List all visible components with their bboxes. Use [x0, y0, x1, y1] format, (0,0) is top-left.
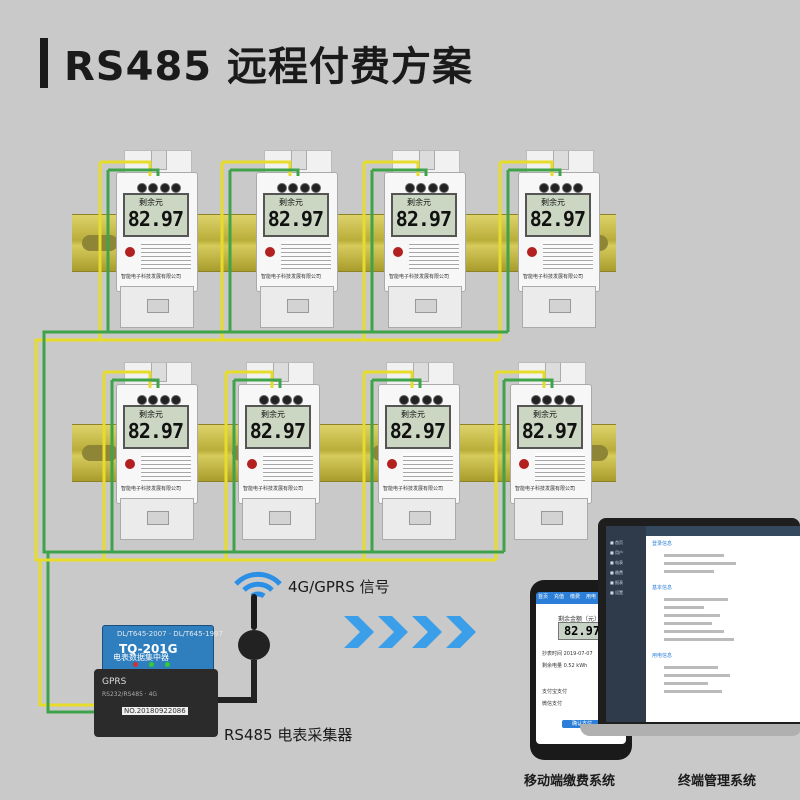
data-flow-arrows-icon: [344, 616, 476, 648]
serial-number: NO.20180922086: [122, 707, 188, 715]
meter-button: [519, 459, 529, 469]
data-concentrator: DL/T645-2007 · DL/T645-1997 TQ-201G 电表数据…: [94, 625, 223, 737]
wechat-option: 微信支付: [542, 701, 563, 707]
antenna-icon: [238, 594, 270, 680]
meter-button: [125, 459, 135, 469]
balance-display: 82.97: [558, 622, 606, 640]
meter-button: [265, 247, 275, 257]
alipay-option: 支付宝支付: [542, 689, 568, 695]
meter-button: [393, 247, 403, 257]
collector-label: RS485 电表采集器: [224, 726, 353, 744]
meter-button: [387, 459, 397, 469]
meter-button: [247, 459, 257, 469]
management-system-screen: ■ 首页■ 用户■ 电表 ■ 缴费■ 报表■ 设置 登录信息 基本信息 用电信息: [606, 526, 800, 722]
signal-label: 4G/GPRS 信号: [288, 578, 390, 596]
sidebar: ■ 首页■ 用户■ 电表 ■ 缴费■ 报表■ 设置: [606, 526, 646, 722]
caption-mobile: 移动端缴费系统: [524, 774, 616, 789]
meter-button: [125, 247, 135, 257]
meter-button: [527, 247, 537, 257]
laptop: ■ 首页■ 用户■ 电表 ■ 缴费■ 报表■ 设置 登录信息 基本信息 用电信息: [580, 518, 800, 744]
title-accent-bar: [40, 38, 48, 88]
balance-label: 剩余金额（元）: [558, 616, 601, 623]
page-title: RS485 远程付费方案: [64, 44, 474, 90]
caption-terminal: 终端管理系统: [678, 774, 757, 789]
